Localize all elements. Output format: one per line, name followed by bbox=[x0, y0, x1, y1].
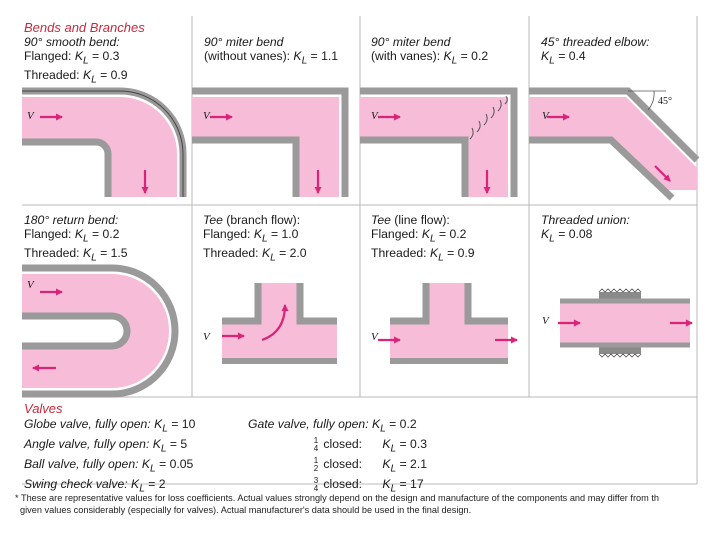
valve-row: Swing check valve: KL = 2 bbox=[24, 476, 166, 495]
cell-tee-branch-text: Tee (branch flow): Flanged: KL = 1.0 Thr… bbox=[203, 213, 307, 266]
cell-title: Threaded union: bbox=[541, 213, 630, 227]
velocity-label: V bbox=[203, 110, 210, 122]
cell-line: Threaded: KL = 0.9 bbox=[371, 246, 475, 264]
velocity-label: V bbox=[371, 110, 378, 122]
valve-row: Angle valve, fully open: KL = 5 bbox=[24, 436, 188, 455]
cell-line: (without vanes): KL = 1.1 bbox=[204, 49, 339, 67]
velocity-label: V bbox=[371, 331, 378, 343]
cell-return-bend-text: 180° return bend: Flanged: KL = 0.2 Thre… bbox=[24, 213, 128, 266]
cell-elbow45-text: 45° threaded elbow: KL = 0.4 bbox=[541, 35, 650, 68]
velocity-label: V bbox=[27, 110, 34, 122]
footnote: * These are representative values for lo… bbox=[15, 492, 715, 516]
angle-label: 45° bbox=[658, 96, 672, 107]
cell-title: 180° return bend: bbox=[24, 213, 119, 227]
cell-union-text: Threaded union: KL = 0.08 bbox=[541, 213, 630, 246]
cell-miter-vanes-text: 90° miter bend (with vanes): KL = 0.2 bbox=[371, 35, 488, 68]
cell-line: Flanged: KL = 0.3 bbox=[24, 49, 120, 67]
velocity-label: V bbox=[542, 110, 549, 122]
cell-title: Tee (branch flow): bbox=[203, 213, 301, 227]
miter-bend-pipe bbox=[192, 87, 349, 197]
tee-line-pipe bbox=[378, 283, 518, 364]
valves-left-column: Globe valve, fully open: KL = 10 Angle v… bbox=[24, 417, 195, 497]
valve-row: Globe valve, fully open: KL = 10 bbox=[24, 417, 196, 435]
smooth-bend-pipe bbox=[22, 87, 187, 197]
cell-line: Threaded: KL = 0.9 bbox=[24, 68, 128, 86]
tee-branch-pipe bbox=[222, 283, 337, 364]
cell-miter-text: 90° miter bend (without vanes): KL = 1.1 bbox=[204, 35, 338, 68]
cell-title: 45° threaded elbow: bbox=[541, 35, 650, 49]
return-bend-pipe bbox=[22, 264, 179, 398]
cell-line: Flanged: KL = 1.0 bbox=[203, 227, 299, 245]
footnote-line: given values considerably (especially fo… bbox=[20, 505, 472, 515]
cell-line: Flanged: KL = 0.2 bbox=[24, 227, 120, 245]
cell-tee-line-text: Tee (line flow): Flanged: KL = 0.2 Threa… bbox=[371, 213, 475, 266]
elbow-45-pipe bbox=[529, 87, 700, 201]
velocity-label: V bbox=[27, 279, 34, 291]
cell-title: Tee (line flow): bbox=[371, 213, 450, 227]
cell-line: Flanged: KL = 0.2 bbox=[371, 227, 467, 245]
cell-smooth-bend-text: 90° smooth bend: Flanged: KL = 0.3 Threa… bbox=[24, 35, 128, 88]
velocity-label: V bbox=[542, 315, 549, 327]
section-title-valves: Valves bbox=[24, 401, 63, 416]
miter-vanes-pipe bbox=[360, 87, 518, 197]
valve-row: Ball valve, fully open: KL = 0.05 bbox=[24, 456, 194, 475]
section-title-bends: Bends and Branches bbox=[24, 20, 145, 35]
cell-title: 90° miter bend bbox=[204, 35, 284, 49]
velocity-label: V bbox=[203, 331, 210, 343]
cell-title: 90° smooth bend: bbox=[24, 35, 120, 49]
cell-line: (with vanes): KL = 0.2 bbox=[371, 49, 489, 67]
cell-line: KL = 0.08 bbox=[541, 227, 593, 245]
cell-line: Threaded: KL = 2.0 bbox=[203, 246, 307, 264]
cell-line: Threaded: KL = 1.5 bbox=[24, 246, 128, 264]
grid-lines bbox=[22, 16, 698, 485]
footnote-line: * These are representative values for lo… bbox=[15, 493, 660, 503]
cell-line: KL = 0.4 bbox=[541, 49, 586, 67]
threaded-union-pipe bbox=[558, 288, 693, 358]
valve-row: Gate valve, fully open: KL = 0.2 bbox=[248, 417, 417, 435]
cell-title: 90° miter bend bbox=[371, 35, 451, 49]
